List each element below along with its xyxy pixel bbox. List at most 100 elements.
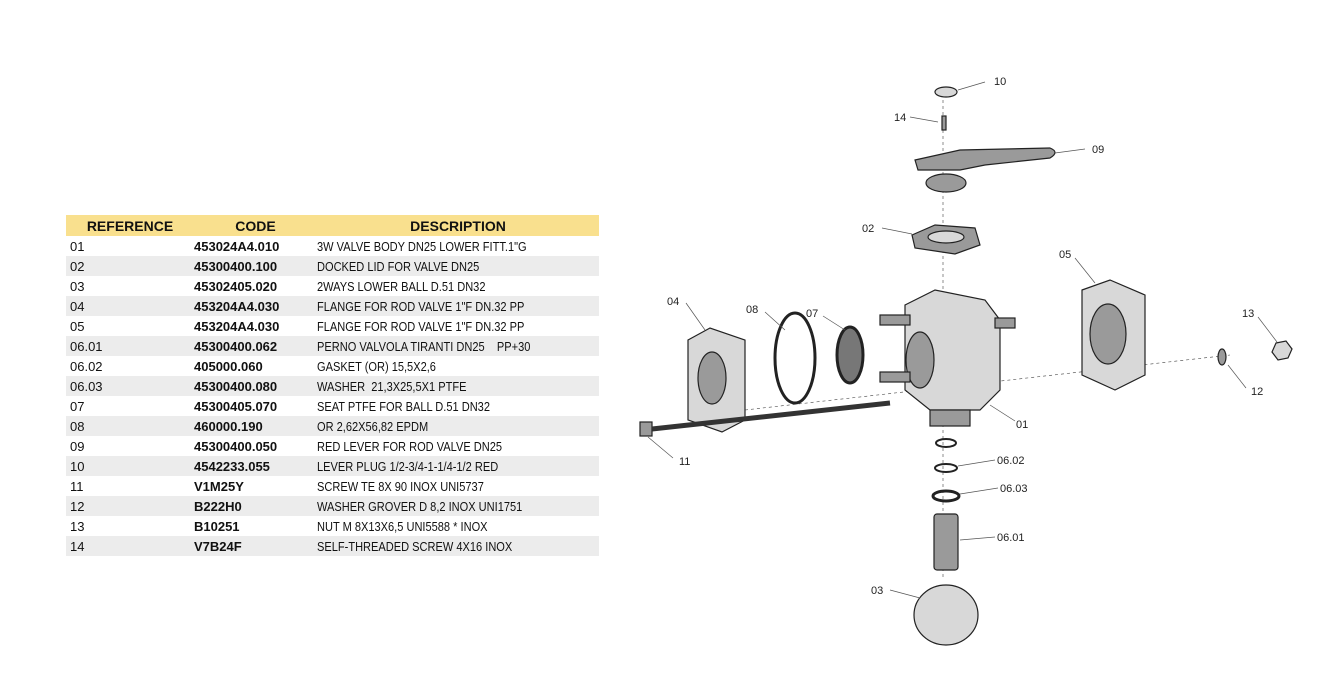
code-cell: 45300400.050 <box>194 436 317 456</box>
long-screw-shaft <box>651 400 891 432</box>
table-row: 05 453204A4.030 FLANGE FOR ROD VALVE 1"F D… <box>66 316 599 336</box>
callout-06-01: 06.01 <box>997 532 1025 544</box>
reference-cell: 05 <box>66 316 194 336</box>
reference-text: 06.01 <box>70 338 103 354</box>
description-text: GASKET (OR) 15,5X2,6 <box>317 358 436 374</box>
code-cell: 453024A4.010 <box>194 236 317 256</box>
description-text: NUT M 8X13X6,5 UNI5588 * INOX <box>317 518 488 534</box>
nut <box>1271 340 1293 361</box>
code-cell: 45300400.100 <box>194 256 317 276</box>
valve-pin <box>933 513 959 571</box>
header-reference: REFERENCE <box>66 215 194 236</box>
table-row: 11 V1M25Y SCREW TE 8X 90 INOX UNI5737 <box>66 476 599 496</box>
reference-cell: 06.01 <box>66 336 194 356</box>
table-row: 07 45300405.070 SEAT PTFE FOR BALL D.51 DN… <box>66 396 599 416</box>
reference-text: 04 <box>70 298 85 314</box>
description-text: LEVER PLUG 1/2-3/4-1-1/4-1/2 RED <box>317 458 499 474</box>
reference-cell: 14 <box>66 536 194 556</box>
code-cell: 45300405.070 <box>194 396 317 416</box>
reference-text: 01 <box>70 238 85 254</box>
reference-text: 11 <box>70 478 84 494</box>
description-text: RED LEVER FOR ROD VALVE DN25 <box>317 438 503 454</box>
flange-left-port <box>697 351 727 405</box>
callout-04: 04 <box>667 296 679 308</box>
code-text: 405000.060 <box>194 358 263 374</box>
gasket <box>934 463 958 473</box>
reference-cell: 06.03 <box>66 376 194 396</box>
seat <box>835 325 865 385</box>
body-bolt <box>879 371 911 383</box>
callout-12: 12 <box>1251 386 1263 398</box>
code-text: B10251 <box>194 518 240 534</box>
description-cell: WASHER GROVER D 8,2 INOX UNI1751 <box>317 496 599 516</box>
code-text: 4542233.055 <box>194 458 270 474</box>
callout-01: 01 <box>1016 419 1028 431</box>
reference-cell: 08 <box>66 416 194 436</box>
body-bolt <box>994 317 1016 329</box>
code-text: 453024A4.010 <box>194 238 280 254</box>
description-text: SELF-THREADED SCREW 4X16 INOX <box>317 538 513 554</box>
description-cell: DOCKED LID FOR VALVE DN25 <box>317 256 599 276</box>
reference-text: 07 <box>70 398 85 414</box>
description-cell: FLANGE FOR ROD VALVE 1"F DN.32 PP <box>317 316 599 336</box>
code-cell: 4542233.055 <box>194 456 317 476</box>
description-cell: PERNO VALVOLA TIRANTI DN25 PP+30 <box>317 336 599 356</box>
callout-02: 02 <box>862 223 874 235</box>
reference-cell: 01 <box>66 236 194 256</box>
description-text: SCREW TE 8X 90 INOX UNI5737 <box>317 478 484 494</box>
code-text: 45302405.020 <box>194 278 278 294</box>
reference-text: 10 <box>70 458 85 474</box>
code-text: V1M25Y <box>194 478 244 494</box>
callout-08: 08 <box>746 304 758 316</box>
description-text: PERNO VALVOLA TIRANTI DN25 PP+30 <box>317 338 531 354</box>
reference-cell: 02 <box>66 256 194 276</box>
description-cell: 2WAYS LOWER BALL D.51 DN32 <box>317 276 599 296</box>
code-cell: 453204A4.030 <box>194 296 317 316</box>
reference-text: 06.02 <box>70 358 103 374</box>
code-text: 45300405.070 <box>194 398 278 414</box>
reference-text: 03 <box>70 278 85 294</box>
description-text: 3W VALVE BODY DN25 LOWER FITT.1"G <box>317 238 527 254</box>
code-cell: V1M25Y <box>194 476 317 496</box>
callout-06-02: 06.02 <box>997 455 1025 467</box>
gasket <box>935 438 957 448</box>
code-text: 453204A4.030 <box>194 298 280 314</box>
o-ring <box>773 311 817 405</box>
description-cell: SEAT PTFE FOR BALL D.51 DN32 <box>317 396 599 416</box>
description-text: FLANGE FOR ROD VALVE 1"F DN.32 PP <box>317 318 525 334</box>
callout-11: 11 <box>679 456 690 468</box>
description-text: 2WAYS LOWER BALL D.51 DN32 <box>317 278 486 294</box>
code-text: 45300400.062 <box>194 338 278 354</box>
reference-cell: 10 <box>66 456 194 476</box>
reference-cell: 09 <box>66 436 194 456</box>
code-cell: B10251 <box>194 516 317 536</box>
table-row: 03 45302405.020 2WAYS LOWER BALL D.51 DN32 <box>66 276 599 296</box>
description-cell: LEVER PLUG 1/2-3/4-1-1/4-1/2 RED <box>317 456 599 476</box>
table-row: 01 453024A4.010 3W VALVE BODY DN25 LOWER F… <box>66 236 599 256</box>
callout-10: 10 <box>994 76 1006 88</box>
lever-plug <box>934 86 958 98</box>
reference-text: 05 <box>70 318 85 334</box>
code-text: 453204A4.030 <box>194 318 280 334</box>
description-text: FLANGE FOR ROD VALVE 1"F DN.32 PP <box>317 298 525 314</box>
code-cell: 45300400.080 <box>194 376 317 396</box>
code-cell: B222H0 <box>194 496 317 516</box>
callout-13: 13 <box>1242 308 1254 320</box>
table-row: 06.01 45300400.062 PERNO VALVOLA TIRANTI D… <box>66 336 599 356</box>
code-text: B222H0 <box>194 498 242 514</box>
body-lower-fitting <box>929 409 971 427</box>
long-screw-head <box>639 421 653 437</box>
callout-06-03: 06.03 <box>1000 483 1028 495</box>
reference-cell: 04 <box>66 296 194 316</box>
description-cell: SCREW TE 8X 90 INOX UNI5737 <box>317 476 599 496</box>
reference-cell: 06.02 <box>66 356 194 376</box>
table-row: 10 4542233.055 LEVER PLUG 1/2-3/4-1-1/4-1/… <box>66 456 599 476</box>
description-cell: NUT M 8X13X6,5 UNI5588 * INOX <box>317 516 599 536</box>
reference-cell: 07 <box>66 396 194 416</box>
callout-07: 07 <box>806 308 818 320</box>
